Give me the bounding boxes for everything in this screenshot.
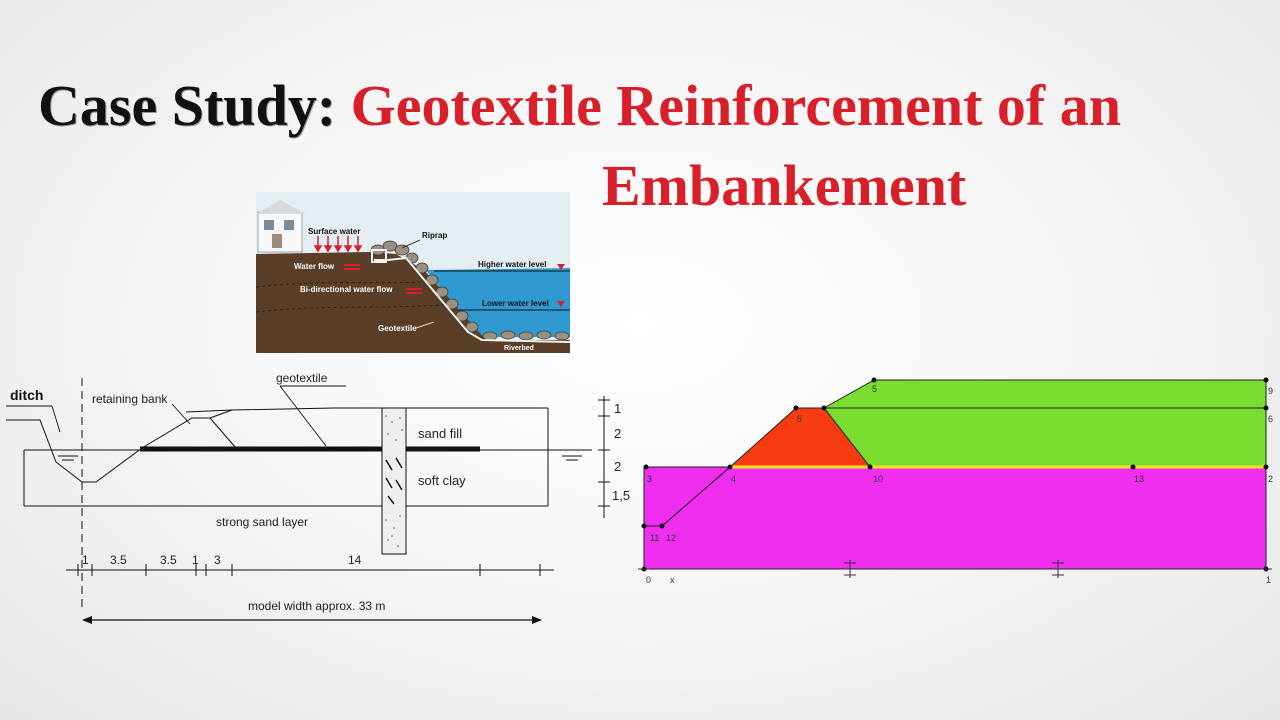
- title-main-line2: Embankement: [602, 153, 967, 218]
- label-riverbed: Riverbed: [504, 345, 534, 352]
- node-label-6: 6: [1268, 414, 1273, 424]
- width-dim-1: 1: [82, 553, 89, 567]
- node-label-10: 10: [873, 474, 883, 484]
- flow-arrows: [344, 264, 422, 294]
- node-label-9: 9: [1268, 386, 1273, 396]
- width-dim-3: 3.5: [160, 553, 177, 567]
- label-retaining-bank: retaining bank: [92, 392, 168, 406]
- fill-layer: [823, 379, 1267, 468]
- node-label-6a: 5: [797, 414, 802, 424]
- label-riprap: Riprap: [422, 231, 447, 240]
- label-soft-clay: soft clay: [418, 473, 466, 488]
- label-strong-sand: strong sand layer: [216, 515, 308, 529]
- node-label-13: 13: [1134, 474, 1144, 484]
- width-dim-4: 1: [192, 553, 199, 567]
- title-line-1: Case Study: Geotextile Reinforcement of …: [38, 68, 1121, 144]
- lower-water-marker: [557, 301, 565, 307]
- label-geotextile: geotextile: [276, 371, 328, 385]
- embankment-illustration: Surface water Riprap Water flow Higher w…: [256, 192, 570, 353]
- depth-dim-1: 1: [614, 401, 621, 416]
- depth-dim-3: 2: [614, 459, 621, 474]
- node-label-2: 2: [1268, 474, 1273, 484]
- fill-top-line: [185, 407, 548, 413]
- label-higher-water-level: Higher water level: [478, 260, 546, 269]
- ground-profile: [6, 417, 237, 483]
- higher-water-marker: [557, 264, 565, 270]
- label-lower-water-level: Lower water level: [482, 299, 549, 308]
- label-bidirectional-flow: Bi-directional water flow: [300, 285, 393, 294]
- node-label-0: 0: [646, 575, 651, 585]
- cross-section-diagram: 1 2 2 1,5 ditch retaining bank geotextil…: [6, 371, 630, 624]
- node-label-5: 5: [872, 384, 877, 394]
- axis-label-x: x: [670, 575, 675, 585]
- width-dim-2: 3.5: [110, 553, 127, 567]
- width-dim-5: 3: [214, 553, 221, 567]
- fe-model-diagram: 3 4 5 5 10 13 2 6 9 11 12 0 x 1: [638, 377, 1273, 585]
- house-icon: [256, 200, 306, 253]
- water-body: [426, 268, 570, 337]
- node-label-4: 4: [731, 474, 736, 484]
- model-width-arrow: [82, 616, 542, 624]
- title-prefix: Case Study:: [38, 73, 337, 138]
- depth-dim-4: 1,5: [612, 488, 630, 503]
- surface-water-arrows: [313, 236, 363, 253]
- support-symbols: [638, 560, 1272, 578]
- node-label-1: 1: [1266, 575, 1271, 585]
- label-model-width: model width approx. 33 m: [248, 599, 385, 613]
- label-water-flow: Water flow: [294, 262, 335, 271]
- label-ditch: ditch: [10, 387, 43, 403]
- width-dim-6: 14: [348, 553, 362, 567]
- node-label-12: 12: [666, 533, 676, 543]
- node-label-11: 11: [650, 533, 659, 543]
- depth-dimension: [598, 396, 610, 518]
- label-geotextile-photo: Geotextile: [378, 324, 417, 333]
- fe-nodes: [641, 377, 1269, 572]
- width-dimension: [66, 564, 554, 576]
- label-sand-fill: sand fill: [418, 426, 462, 441]
- clay-layer: [643, 466, 1267, 570]
- title-main-line1: Geotextile Reinforcement of an: [350, 73, 1122, 138]
- borehole-column: [381, 407, 407, 555]
- node-label-3: 3: [647, 474, 652, 484]
- soil-mass: [256, 252, 570, 353]
- depth-dim-2: 2: [614, 426, 621, 441]
- label-surface-water: Surface water: [308, 227, 360, 236]
